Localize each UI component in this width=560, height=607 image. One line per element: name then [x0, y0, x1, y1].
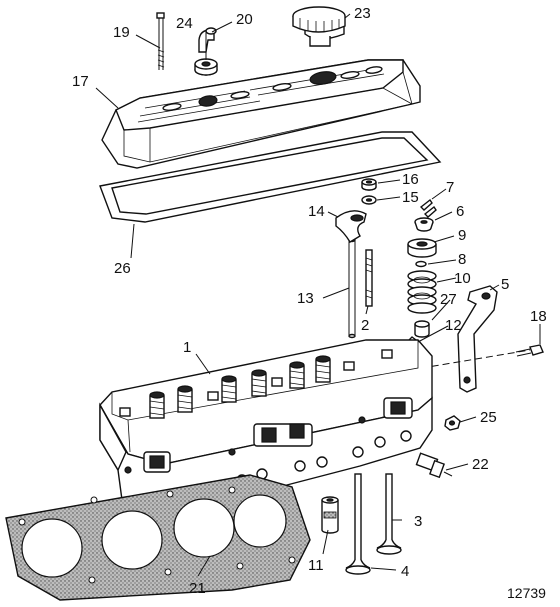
callout-3: 3 [414, 513, 422, 530]
oil-shield [407, 238, 437, 258]
oil-filler-cap [292, 6, 346, 47]
callout-7: 7 [446, 179, 454, 196]
pushrod [348, 237, 356, 339]
o-ring-seal [415, 260, 427, 268]
valve-seal [414, 320, 430, 338]
callout-5: 5 [501, 276, 509, 293]
callout-27: 27 [440, 291, 457, 308]
cover-gasket [99, 131, 442, 223]
exhaust-valve [345, 473, 371, 575]
callout-22: 22 [472, 456, 489, 473]
cylinder-head [99, 339, 433, 513]
rocker-stud [365, 249, 373, 307]
valve-lock [419, 198, 437, 218]
callout-18: 18 [530, 308, 547, 325]
callout-20: 20 [236, 11, 253, 28]
callout-10: 10 [454, 270, 471, 287]
rocker-arm [335, 210, 367, 243]
callout-15: 15 [402, 189, 419, 206]
head-nut [444, 415, 461, 431]
callout-12: 12 [445, 317, 462, 334]
callout-14: 14 [308, 203, 325, 220]
callout-21: 21 [189, 580, 206, 597]
callout-labels: 1 2 3 4 5 6 7 8 9 10 11 12 13 14 15 16 1… [72, 5, 547, 601]
intake-valve [376, 473, 402, 555]
head-springs [149, 355, 331, 419]
hydraulic-lifter [321, 496, 339, 534]
callout-19: 19 [113, 24, 130, 41]
exhaust-ports [143, 397, 413, 473]
callout-17: 17 [72, 73, 89, 90]
callout-16: 16 [402, 171, 419, 188]
head-gasket [5, 474, 311, 601]
alignment-line [409, 349, 531, 371]
callout-2: 2 [361, 317, 369, 334]
valve-cover [101, 59, 421, 169]
callout-9: 9 [458, 227, 466, 244]
callout-4: 4 [401, 563, 409, 580]
callout-23: 23 [354, 5, 371, 22]
lifting-bracket [457, 285, 498, 393]
callout-11: 11 [308, 557, 324, 574]
figure-reference-number: 12739 [507, 585, 546, 601]
rocker-ball [361, 195, 377, 205]
callout-24: 24 [176, 15, 193, 32]
leader-lines [95, 13, 541, 577]
bracket-bolt [515, 344, 544, 357]
cover-bolt [156, 12, 165, 70]
callout-13: 13 [297, 290, 314, 307]
callout-25: 25 [480, 409, 497, 426]
callout-1: 1 [183, 339, 191, 356]
valve-spring [407, 270, 437, 314]
rocker-nut [361, 178, 377, 191]
grommet [194, 58, 218, 76]
valve-retainer [414, 217, 434, 232]
temperature-sender [415, 452, 453, 479]
callout-8: 8 [458, 251, 466, 268]
callout-26: 26 [114, 260, 131, 277]
callout-6: 6 [456, 203, 464, 220]
